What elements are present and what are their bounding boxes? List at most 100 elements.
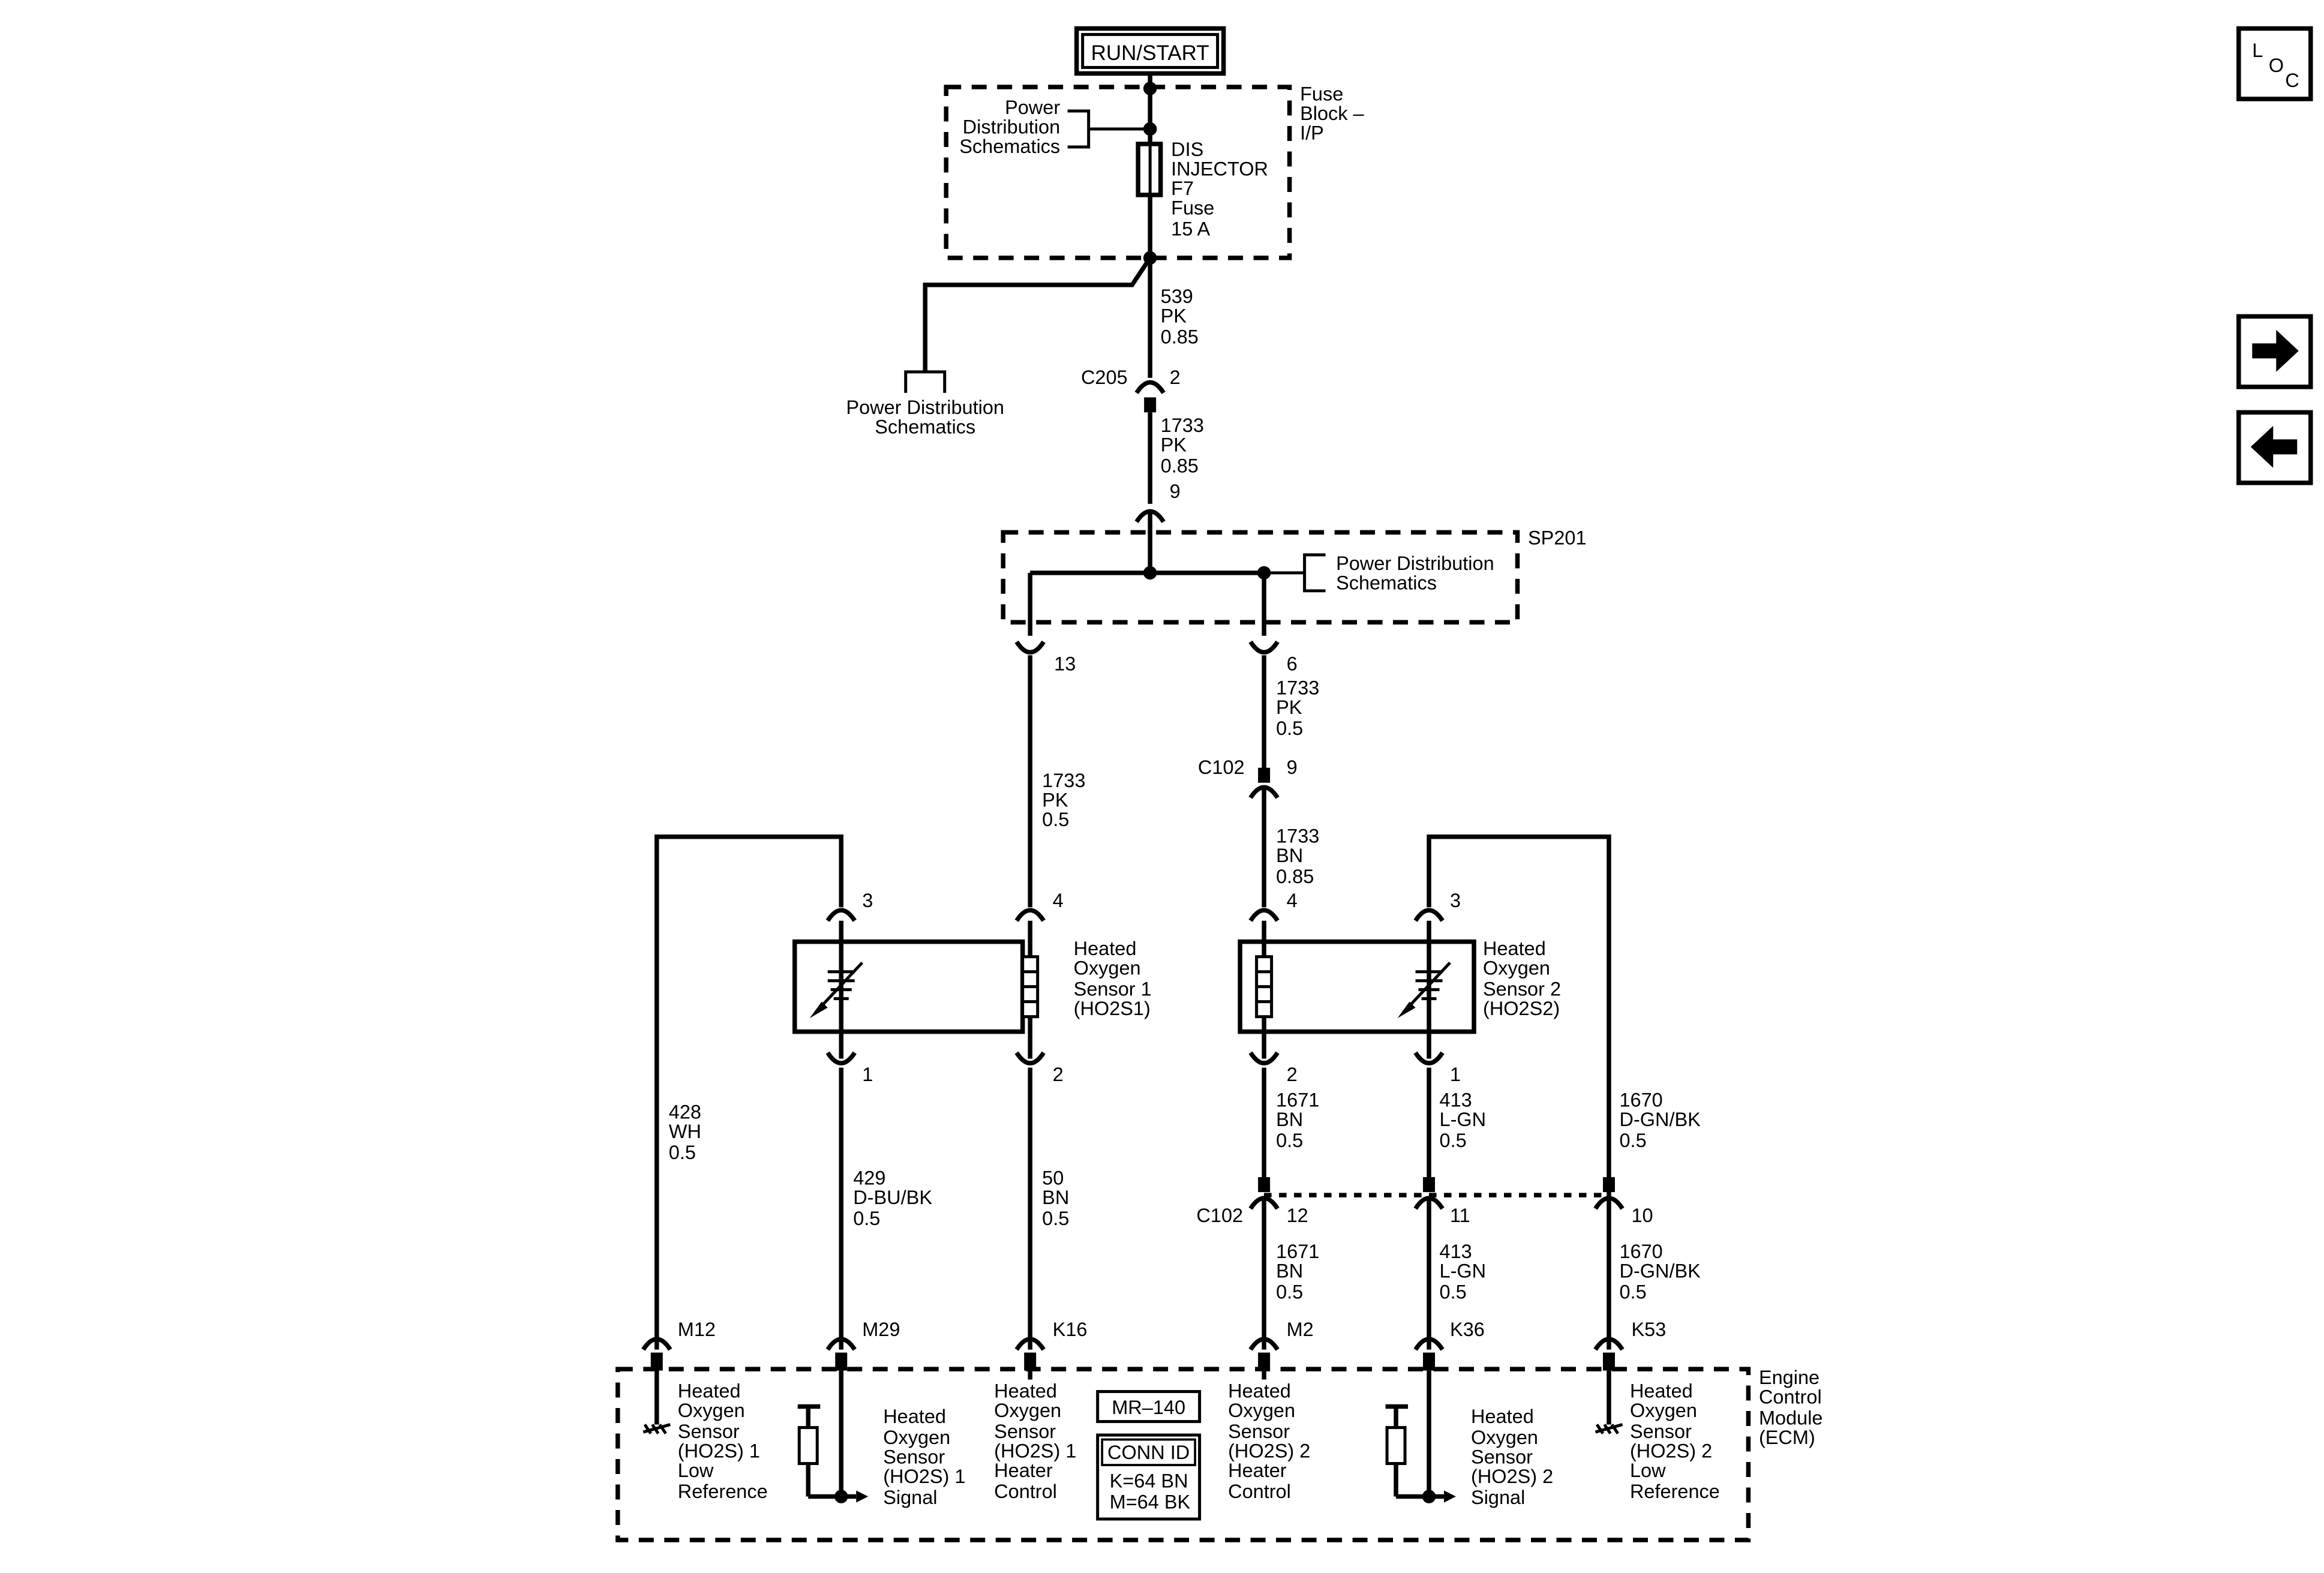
svg-text:0.5: 0.5 (1276, 718, 1303, 739)
svg-text:M29: M29 (862, 1319, 900, 1340)
svg-text:C: C (2285, 70, 2299, 91)
svg-text:C205: C205 (1081, 367, 1128, 388)
ecm-outline (615, 1367, 1751, 1542)
svg-text:Reference: Reference (678, 1481, 768, 1502)
svg-text:Sensor: Sensor (994, 1421, 1056, 1442)
svg-text:(ECM): (ECM) (1759, 1427, 1815, 1448)
svg-text:(HO2S) 2: (HO2S) 2 (1471, 1466, 1553, 1487)
svg-text:Oxygen: Oxygen (678, 1400, 745, 1421)
svg-text:(HO2S) 1: (HO2S) 1 (994, 1440, 1076, 1462)
svg-text:413: 413 (1440, 1241, 1472, 1262)
svg-text:Sensor 2: Sensor 2 (1483, 978, 1561, 1000)
wire-429-label: 429 D-BU/BK 0.5 (853, 1167, 932, 1229)
heater-element-icon (1255, 955, 1274, 1019)
svg-text:1671: 1671 (1276, 1089, 1319, 1111)
svg-text:O: O (2269, 55, 2284, 76)
svg-text:Fuse: Fuse (1300, 83, 1343, 104)
svg-text:413: 413 (1440, 1089, 1472, 1111)
svg-text:1671: 1671 (1276, 1241, 1319, 1262)
svg-text:2: 2 (1287, 1064, 1298, 1085)
wire-1670-upper-label: 1670 D-GN/BK 0.5 (1619, 1089, 1701, 1151)
wire-413-lower-label: 413 L-GN 0.5 (1440, 1241, 1487, 1302)
ecm-func-ho2s1-heater: Heated Oxygen Sensor (HO2S) 1 Heater Con… (994, 1380, 1076, 1502)
svg-text:0.5: 0.5 (669, 1142, 696, 1163)
variable-resistor-icon (809, 961, 864, 1019)
connector-c205: C205 2 (1081, 367, 1181, 413)
wire-428-label: 428 WH 0.5 (669, 1101, 701, 1163)
ecm-pins: M12 M29 K16 M2 K36 K53 (641, 1319, 1666, 1371)
ecm-label: Engine Control Module (ECM) (1759, 1367, 1823, 1448)
svg-text:539: 539 (1161, 286, 1193, 307)
svg-text:Block –: Block – (1300, 103, 1364, 124)
svg-text:13: 13 (1054, 653, 1076, 674)
fuse-block-label: Fuse Block – I/P (1300, 83, 1364, 143)
svg-text:0.5: 0.5 (1619, 1281, 1646, 1303)
svg-text:(HO2S) 1: (HO2S) 1 (678, 1440, 760, 1462)
svg-text:BN: BN (1276, 845, 1303, 866)
arrow-right-icon (2252, 329, 2299, 372)
svg-text:Heated: Heated (1074, 938, 1137, 959)
svg-text:PK: PK (1161, 434, 1187, 455)
svg-text:K=64 BN: K=64 BN (1110, 1470, 1188, 1492)
svg-text:0.5: 0.5 (1042, 1208, 1069, 1229)
svg-text:F7: F7 (1171, 178, 1194, 199)
svg-text:Power: Power (1005, 97, 1060, 118)
svg-text:Oxygen: Oxygen (1630, 1400, 1697, 1421)
svg-text:Schematics: Schematics (959, 136, 1060, 157)
svg-text:Sensor 1: Sensor 1 (1074, 978, 1152, 1000)
svg-text:D-BU/BK: D-BU/BK (853, 1187, 932, 1208)
svg-text:Heated: Heated (1228, 1380, 1291, 1402)
svg-text:Control: Control (1228, 1481, 1291, 1502)
wire-1671-lower-label: 1671 BN 0.5 (1276, 1241, 1319, 1302)
prev-page-button[interactable] (2236, 410, 2313, 485)
svg-text:0.5: 0.5 (853, 1208, 880, 1229)
wire-50-label: 50 BN 0.5 (1042, 1167, 1069, 1229)
svg-text:MR–140: MR–140 (1112, 1397, 1185, 1418)
svg-text:0.5: 0.5 (1440, 1281, 1467, 1303)
wire-413-upper-label: 413 L-GN 0.5 (1440, 1089, 1487, 1151)
svg-text:BN: BN (1276, 1109, 1303, 1130)
svg-text:Engine: Engine (1759, 1367, 1819, 1388)
svg-text:Heated: Heated (1471, 1406, 1534, 1427)
svg-text:L-GN: L-GN (1440, 1109, 1487, 1130)
svg-text:1: 1 (1450, 1064, 1461, 1085)
svg-text:428: 428 (669, 1101, 701, 1123)
svg-text:Reference: Reference (1630, 1481, 1720, 1502)
svg-text:PK: PK (1276, 697, 1302, 718)
svg-text:1733: 1733 (1042, 770, 1085, 791)
loc-button[interactable]: L O C (2236, 26, 2313, 101)
svg-text:Sensor: Sensor (1630, 1421, 1692, 1442)
svg-text:Oxygen: Oxygen (1074, 957, 1141, 979)
svg-text:0.5: 0.5 (1042, 809, 1069, 830)
svg-text:K16: K16 (1053, 1319, 1088, 1340)
svg-text:(HO2S2): (HO2S2) (1483, 998, 1560, 1019)
svg-text:1: 1 (862, 1064, 873, 1085)
svg-text:1733: 1733 (1276, 825, 1319, 847)
svg-text:C102: C102 (1198, 757, 1245, 778)
svg-text:9: 9 (1287, 757, 1298, 778)
svg-text:Oxygen: Oxygen (1228, 1400, 1295, 1421)
svg-text:0.85: 0.85 (1161, 326, 1199, 347)
fuse-f7: DIS INJECTOR F7 Fuse 15 A (1136, 139, 1268, 239)
svg-text:D-GN/BK: D-GN/BK (1619, 1260, 1701, 1282)
svg-text:M2: M2 (1287, 1319, 1314, 1340)
svg-text:(HO2S) 2: (HO2S) 2 (1630, 1440, 1712, 1462)
svg-text:1670: 1670 (1619, 1089, 1662, 1111)
sp201-pin-6: 6 (1248, 640, 1298, 674)
next-page-button[interactable] (2236, 314, 2313, 389)
svg-text:Sensor: Sensor (678, 1421, 740, 1442)
wire-1671-upper-label: 1671 BN 0.5 (1276, 1089, 1319, 1151)
svg-text:Sensor: Sensor (883, 1446, 945, 1468)
svg-text:0.5: 0.5 (1440, 1130, 1467, 1151)
sensor-2-ho2s2: 4 3 Heated Oxygen Sensor 2 (HO2S2) 2 1 (1238, 834, 1611, 1350)
svg-text:(HO2S) 2: (HO2S) 2 (1228, 1440, 1310, 1462)
svg-text:Heated: Heated (1630, 1380, 1693, 1402)
svg-text:K36: K36 (1450, 1319, 1485, 1340)
wire-1670-lower-label: 1670 D-GN/BK 0.5 (1619, 1241, 1701, 1302)
svg-text:Signal: Signal (1471, 1487, 1525, 1508)
svg-text:Control: Control (994, 1481, 1057, 1502)
svg-text:4: 4 (1287, 890, 1298, 911)
conn-id-box: CONN ID K=64 BN M=64 BK (1096, 1433, 1202, 1521)
svg-text:2: 2 (1170, 367, 1181, 388)
